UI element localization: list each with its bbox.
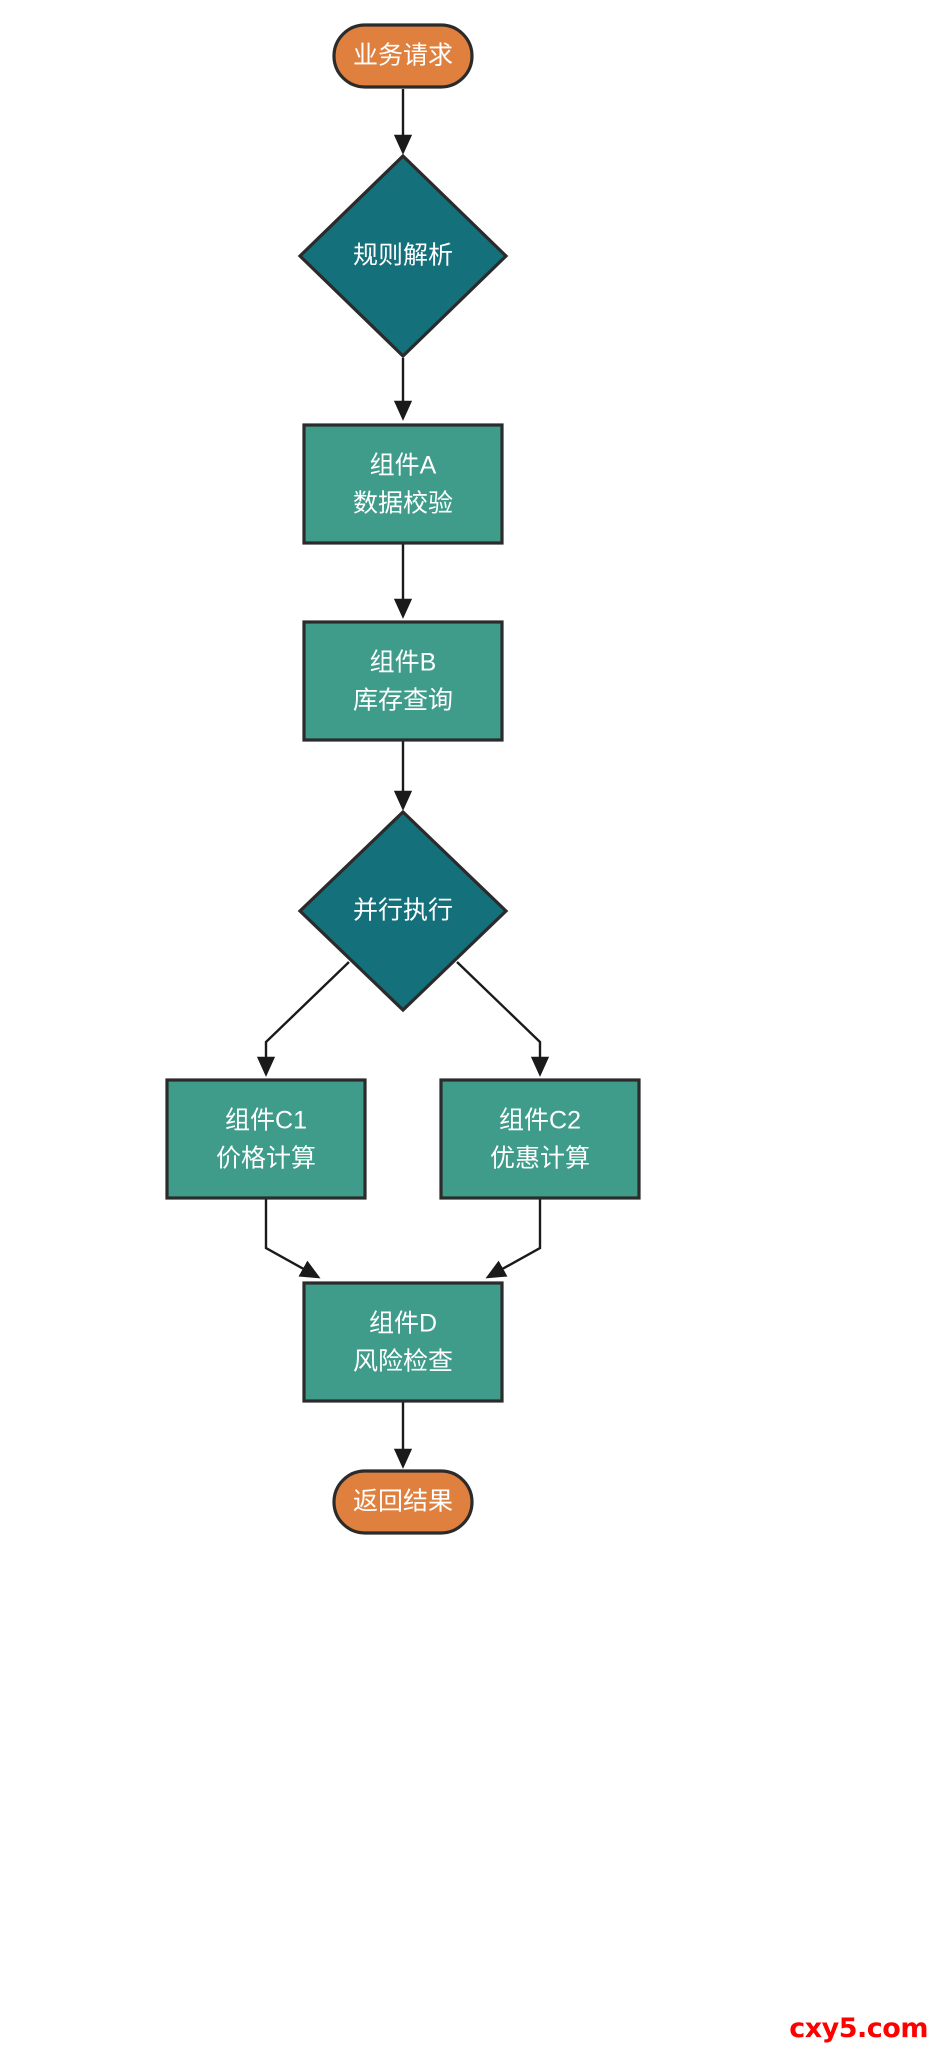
edge-component-c2-to-component-d — [485, 1198, 542, 1279]
edge-parallel-to-component-c1 — [256, 961, 350, 1077]
edge-component-c1-to-component-d — [264, 1198, 321, 1279]
node-component-a[interactable]: 组件A 数据校验 — [302, 423, 504, 545]
node-end[interactable]: 返回结果 — [332, 1469, 474, 1535]
watermark: cxy5.com — [789, 2013, 928, 2044]
node-component-d[interactable]: 组件D 风险检查 — [302, 1281, 504, 1403]
edge-parallel-to-component-c2 — [456, 961, 550, 1077]
node-component-c1[interactable]: 组件C1 价格计算 — [165, 1078, 367, 1200]
node-component-c2[interactable]: 组件C2 优惠计算 — [439, 1078, 641, 1200]
node-component-b[interactable]: 组件B 库存查询 — [302, 620, 504, 742]
node-start[interactable]: 业务请求 — [332, 23, 474, 89]
node-rule-parse[interactable]: 规则解析 — [297, 153, 509, 359]
